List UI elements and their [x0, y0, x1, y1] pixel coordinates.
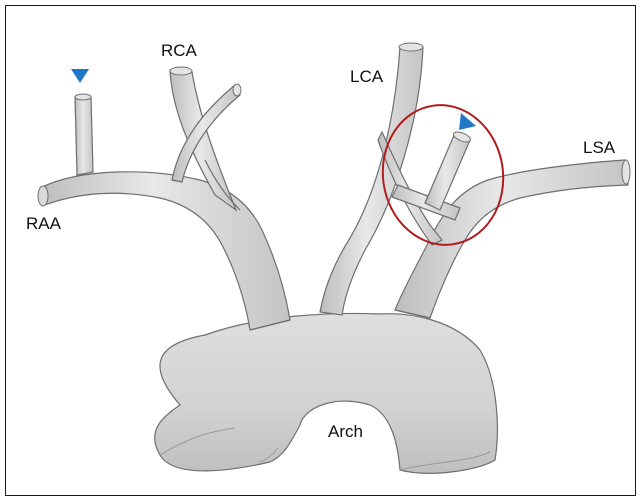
- label-lca: LCA: [350, 67, 384, 86]
- label-lsa: LSA: [583, 138, 616, 157]
- triangle-marker-icon: [71, 69, 89, 83]
- label-arch: Arch: [328, 422, 363, 441]
- raa-vessel: [38, 172, 290, 330]
- raa-stub-vessel: [75, 94, 93, 175]
- label-raa: RAA: [26, 214, 62, 233]
- label-rca: RCA: [161, 41, 198, 60]
- arch-vessel: [155, 313, 498, 473]
